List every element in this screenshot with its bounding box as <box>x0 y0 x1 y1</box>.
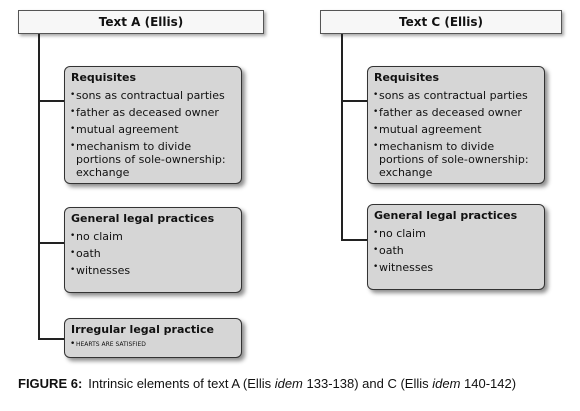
text-c-connector-general <box>341 239 367 241</box>
text-c-general-list: no claim oath witnesses <box>373 227 538 274</box>
list-item: witnesses <box>70 264 235 277</box>
text-c-title: Text C (Ellis) <box>320 10 562 34</box>
text-a-requisites-list: sons as contractual parties father as de… <box>70 89 235 179</box>
list-item: mutual agreement <box>70 123 235 136</box>
list-item: HEARTS ARE SATISFIED <box>70 340 235 349</box>
list-item: witnesses <box>373 261 538 274</box>
text-a-general-list: no claim oath witnesses <box>70 230 235 277</box>
list-item: father as deceased owner <box>70 106 235 119</box>
text-c-requisites-title: Requisites <box>374 71 439 84</box>
text-a-connector-irregular <box>38 338 64 340</box>
text-a-connector-vertical <box>38 34 40 339</box>
text-a-irregular-box: Irregular legal practice HEARTS ARE SATI… <box>64 318 242 358</box>
list-item: mutual agreement <box>373 123 538 136</box>
text-a-title: Text A (Ellis) <box>18 10 264 34</box>
figure-label: FIGURE 6: <box>18 376 83 391</box>
list-item: no claim <box>373 227 538 240</box>
list-item: no claim <box>70 230 235 243</box>
text-c-requisites-box: Requisites sons as contractual parties f… <box>367 66 545 184</box>
text-c-connector-vertical <box>341 34 343 241</box>
text-a-connector-requisites <box>38 100 64 102</box>
list-item: oath <box>70 247 235 260</box>
caption-text-2: 133-138) and C (Ellis <box>302 376 433 391</box>
caption-idem-2: idem <box>432 376 461 391</box>
text-a-connector-general <box>38 242 64 244</box>
list-item: mechanism to divide portions of sole-own… <box>373 140 538 179</box>
list-item: oath <box>373 244 538 257</box>
text-c-general-box: General legal practices no claim oath wi… <box>367 204 545 290</box>
text-a-general-title: General legal practices <box>71 212 215 225</box>
list-item: sons as contractual parties <box>373 89 538 102</box>
text-c-requisites-list: sons as contractual parties father as de… <box>373 89 538 179</box>
caption-text-3: 140-142) <box>460 376 517 391</box>
caption-text-1: Intrinsic elements of text A (Ellis <box>88 376 275 391</box>
text-a-requisites-title: Requisites <box>71 71 136 84</box>
text-a-irregular-list: HEARTS ARE SATISFIED <box>70 340 235 349</box>
text-c-general-title: General legal practices <box>374 209 518 222</box>
list-item: sons as contractual parties <box>70 89 235 102</box>
text-c-connector-requisites <box>341 100 367 102</box>
text-a-irregular-title: Irregular legal practice <box>71 323 214 336</box>
text-a-general-box: General legal practices no claim oath wi… <box>64 207 242 293</box>
list-item: mechanism to divide portions of sole-own… <box>70 140 235 179</box>
figure-caption: FIGURE 6: Intrinsic elements of text A (E… <box>18 376 566 392</box>
text-a-requisites-box: Requisites sons as contractual parties f… <box>64 66 242 184</box>
caption-idem-1: idem <box>274 376 303 391</box>
list-item: father as deceased owner <box>373 106 538 119</box>
